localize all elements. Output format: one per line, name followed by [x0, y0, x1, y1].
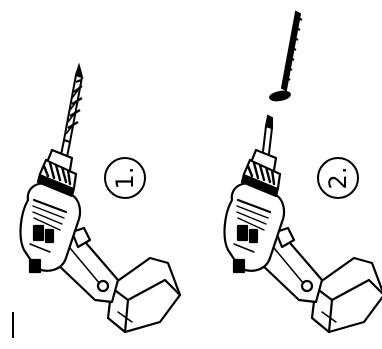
drill-bit-icon [60, 66, 82, 162]
step-1-panel: 1. [21, 66, 180, 332]
step-2-number: 2. [324, 167, 352, 190]
step-2-panel: 2. [225, 12, 382, 332]
step-1-number: 1. [111, 167, 139, 190]
cordless-drill-icon [21, 150, 180, 332]
screw-icon [269, 12, 302, 102]
